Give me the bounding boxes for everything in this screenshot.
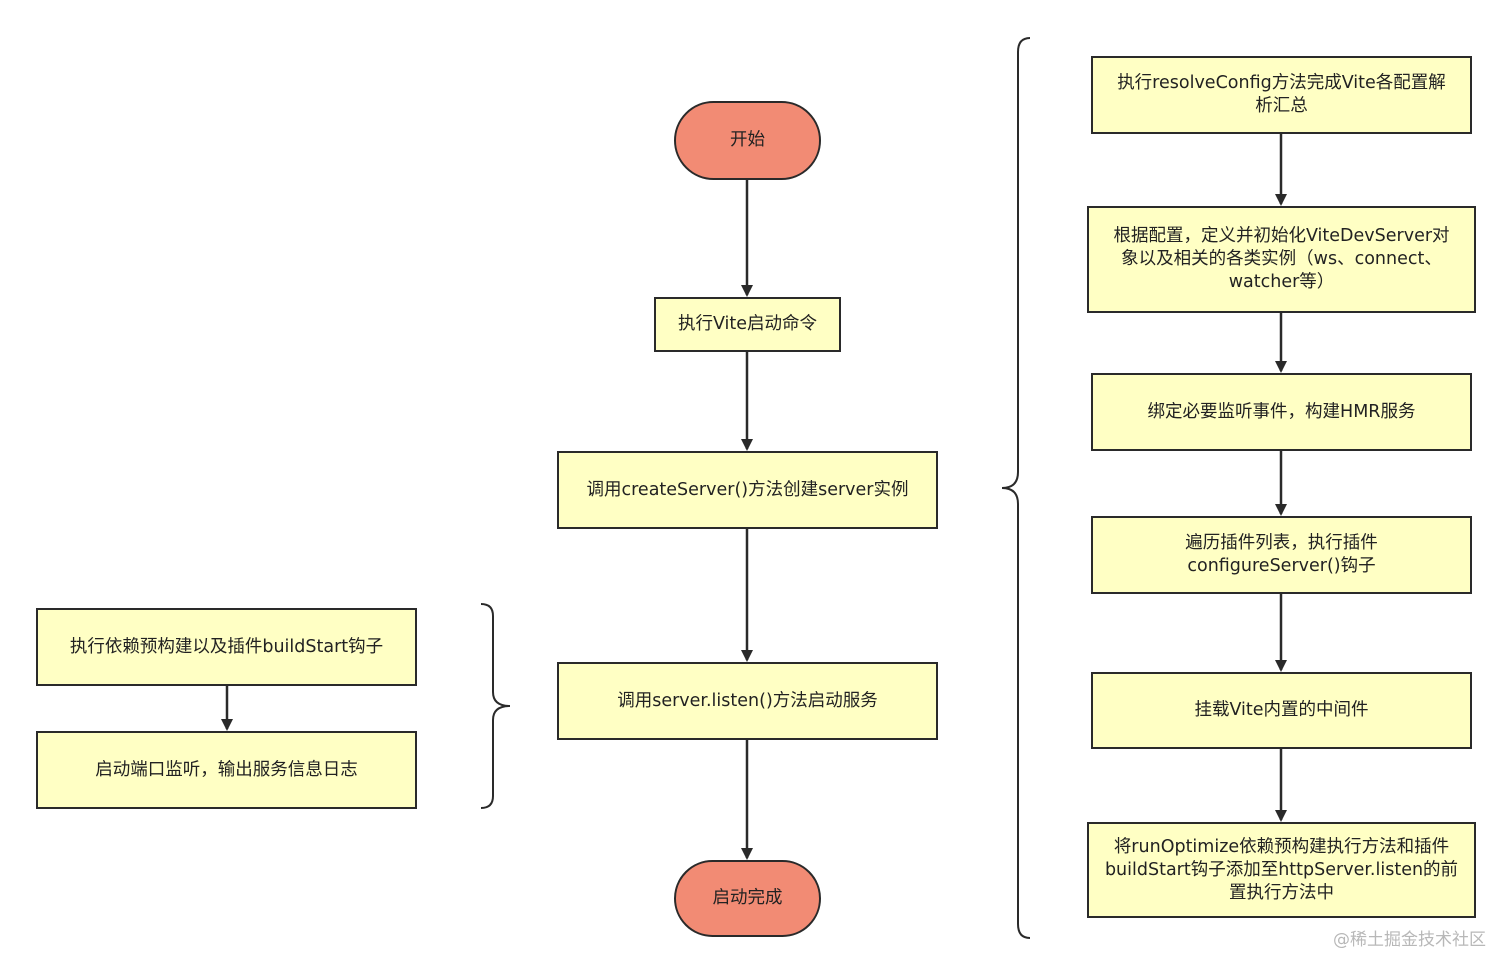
detail-mount-middlewares-label: 挂载Vite内置的中间件	[1194, 700, 1369, 720]
detail-port-listen-log[interactable]: 启动端口监听，输出服务信息日志	[36, 731, 417, 809]
detail-init-dev-server-line3: watcher等）	[1228, 272, 1335, 292]
detail-run-optimize-line2: buildStart钩子添加至httpServer.listen的前	[1104, 859, 1459, 880]
detail-resolve-config[interactable]: 执行resolveConfig方法完成Vite各配置解 析汇总	[1091, 56, 1472, 134]
right-curly-brace	[1001, 37, 1031, 939]
start-label: 开始	[730, 130, 765, 150]
step-run-vite-command-label: 执行Vite启动命令	[677, 314, 818, 334]
watermark: @稀土掘金技术社区	[1333, 930, 1486, 950]
detail-bind-events-hmr-label: 绑定必要监听事件，构建HMR服务	[1147, 401, 1416, 422]
detail-run-optimize-line3: 置执行方法中	[1229, 882, 1334, 903]
start-terminal[interactable]: 开始	[674, 101, 821, 180]
end-label: 启动完成	[712, 888, 783, 908]
detail-resolve-config-line2: 析汇总	[1255, 96, 1308, 116]
detail-configure-server-hooks[interactable]: 遍历插件列表，执行插件 configureServer()钩子	[1091, 516, 1472, 594]
detail-init-dev-server[interactable]: 根据配置，定义并初始化ViteDevServer对 象以及相关的各类实例（ws、…	[1087, 206, 1476, 313]
detail-init-dev-server-line1: 根据配置，定义并初始化ViteDevServer对	[1113, 226, 1450, 246]
detail-prebundle-buildstart[interactable]: 执行依赖预构建以及插件buildStart钩子	[36, 608, 417, 686]
detail-configure-server-line2: configureServer()钩子	[1187, 556, 1376, 576]
step-server-listen[interactable]: 调用server.listen()方法启动服务	[557, 662, 938, 740]
step-create-server[interactable]: 调用createServer()方法创建server实例	[557, 451, 938, 529]
end-terminal[interactable]: 启动完成	[674, 860, 821, 937]
detail-run-optimize[interactable]: 将runOptimize依赖预构建执行方法和插件 buildStart钩子添加至…	[1087, 822, 1476, 918]
detail-init-dev-server-line2: 象以及相关的各类实例（ws、connect、	[1121, 249, 1442, 269]
detail-configure-server-line1: 遍历插件列表，执行插件	[1185, 533, 1378, 553]
detail-run-optimize-line1: 将runOptimize依赖预构建执行方法和插件	[1113, 836, 1450, 857]
detail-bind-events-hmr[interactable]: 绑定必要监听事件，构建HMR服务	[1091, 373, 1472, 451]
step-server-listen-label: 调用server.listen()方法启动服务	[617, 690, 878, 711]
detail-prebundle-buildstart-label: 执行依赖预构建以及插件buildStart钩子	[69, 636, 384, 657]
step-run-vite-command[interactable]: 执行Vite启动命令	[654, 297, 841, 352]
detail-mount-middlewares[interactable]: 挂载Vite内置的中间件	[1091, 672, 1472, 749]
left-curly-brace	[480, 603, 511, 809]
detail-port-listen-log-label: 启动端口监听，输出服务信息日志	[95, 759, 358, 780]
step-create-server-label: 调用createServer()方法创建server实例	[586, 479, 909, 500]
detail-resolve-config-line1: 执行resolveConfig方法完成Vite各配置解	[1117, 73, 1446, 93]
